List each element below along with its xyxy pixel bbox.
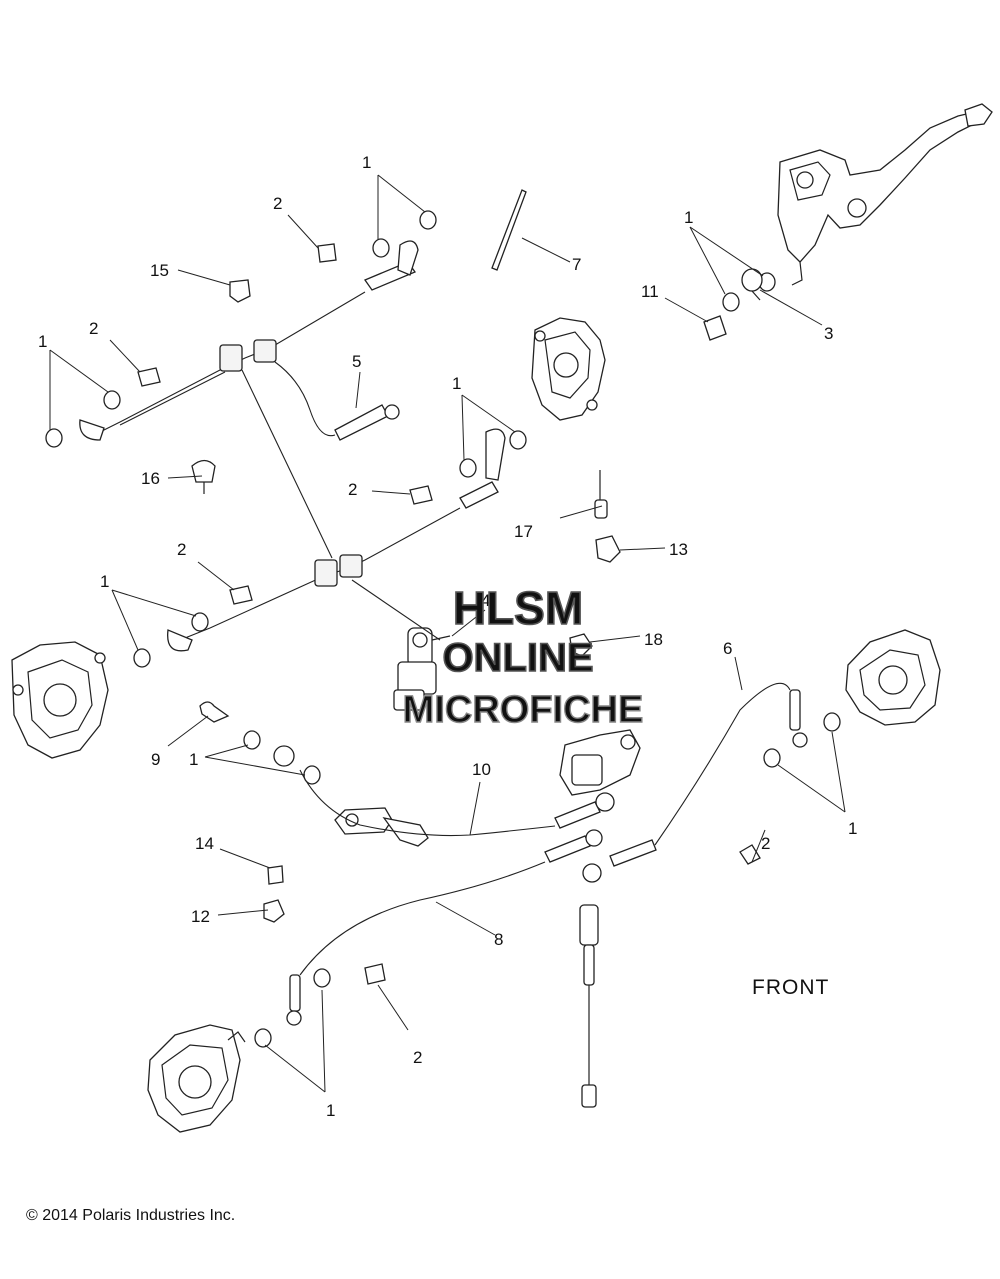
watermark-line-1: HLSM	[453, 582, 583, 634]
cross-brake-line	[241, 369, 333, 559]
master-cylinder-lever	[777, 103, 993, 286]
callout-13: 13	[669, 540, 688, 559]
callout-18: 18	[644, 630, 663, 649]
callout-1: 1	[362, 153, 371, 172]
line-to-valve	[351, 579, 441, 641]
front-label: FRONT	[752, 976, 829, 999]
callout-2: 2	[273, 194, 282, 213]
clips-and-clamps	[191, 459, 621, 923]
rear-master-cylinder	[334, 807, 429, 847]
washers	[45, 210, 841, 1048]
callout-10: 10	[472, 760, 491, 779]
callout-15: 15	[150, 261, 169, 280]
proportioning-valve	[393, 627, 451, 711]
caliper-left	[11, 641, 109, 759]
rod-7	[491, 189, 527, 271]
bolts	[137, 243, 761, 985]
callout-7: 7	[572, 255, 581, 274]
callout-12: 12	[191, 907, 210, 926]
front-brake-line-upper	[79, 240, 419, 441]
callout-1: 1	[848, 819, 857, 838]
callout-2: 2	[177, 540, 186, 559]
callout-1: 1	[189, 750, 198, 769]
callout-11: 11	[641, 282, 659, 301]
callout-1: 1	[326, 1101, 335, 1120]
rear-cylinder-body	[559, 729, 641, 796]
callout-5: 5	[352, 352, 361, 371]
brake-switch	[579, 904, 599, 1108]
callout-2: 2	[89, 319, 98, 338]
callout-17: 17	[514, 522, 533, 541]
caliper-front-upper	[531, 317, 606, 421]
callout-numbers: 1 2 15 1 2 5 1 2 16 2 1 4 17 13 18 7 1 1…	[38, 153, 857, 1120]
callout-8: 8	[494, 930, 503, 949]
callout-9: 9	[151, 750, 160, 769]
copyright: © 2014 Polaris Industries Inc.	[26, 1207, 235, 1224]
callout-1: 1	[684, 208, 693, 227]
hose-8	[286, 829, 603, 1026]
callout-2: 2	[761, 834, 770, 853]
watermark-line-2: ONLINE	[442, 636, 593, 680]
callout-3: 3	[824, 324, 833, 343]
hose-5	[274, 361, 400, 441]
callout-2: 2	[348, 480, 357, 499]
front-brake-line-lower	[167, 428, 506, 652]
hose-6	[582, 682, 808, 883]
callout-6: 6	[723, 639, 732, 658]
callout-2: 2	[413, 1048, 422, 1067]
watermark: HLSM ONLINE MICROFICHE	[402, 581, 644, 732]
caliper-rear	[147, 1024, 246, 1133]
caliper-right	[845, 629, 941, 726]
callout-1: 1	[452, 374, 461, 393]
callout-16: 16	[141, 469, 160, 488]
callout-14: 14	[195, 834, 214, 853]
watermark-line-3: MICROFICHE	[403, 689, 644, 731]
callout-4: 4	[481, 591, 490, 610]
hose-10	[273, 745, 615, 837]
leader-lines	[49, 174, 846, 1093]
callout-1: 1	[38, 332, 47, 351]
callout-1: 1	[100, 572, 109, 591]
